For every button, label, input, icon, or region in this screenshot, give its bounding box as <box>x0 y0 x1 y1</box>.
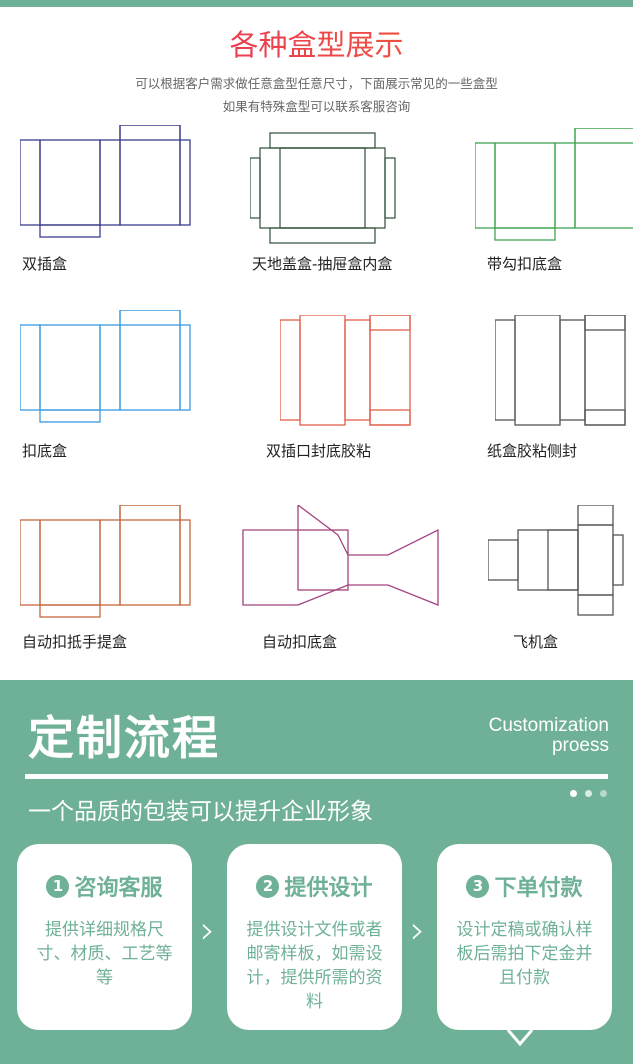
chevron-right-icon: › <box>200 908 216 952</box>
step-number: 3 <box>466 874 490 898</box>
page-title: 各种盒型展示 <box>0 22 633 64</box>
slogan: 一个品质的包装可以提升企业形象 <box>28 799 373 825</box>
dieline-diagram-icon <box>250 132 396 244</box>
section-title: 定制流程 <box>28 711 220 765</box>
box-type-item: 双插盒 <box>20 125 220 273</box>
step-number: 1 <box>46 874 70 898</box>
box-type-label: 自动扣抵手提盒 <box>22 633 128 651</box>
chevron-down-icon <box>506 1029 534 1047</box>
dieline-diagram-icon <box>495 315 626 426</box>
box-type-item: 天地盖盒-抽屉盒内盒 <box>250 128 450 273</box>
subtitle: 可以根据客户需求做任意盒型任意尺寸，下面展示常见的一些盒型 <box>135 76 498 91</box>
box-type-item: 扣底盒 <box>20 310 220 460</box>
box-type-label: 双插盒 <box>22 255 68 273</box>
box-type-label: 纸盒胶粘侧封 <box>487 442 578 460</box>
box-type-item: 自动扣抵手提盒 <box>20 505 220 651</box>
box-type-label: 扣底盒 <box>22 442 68 460</box>
box-type-label: 双插口封底胶粘 <box>266 442 372 460</box>
box-type-label: 带勾扣底盒 <box>487 255 563 273</box>
chevron-right-icon: › <box>410 908 426 952</box>
dieline-diagram-icon <box>280 315 411 426</box>
box-type-label: 飞机盒 <box>513 633 559 651</box>
box-type-label: 自动扣底盒 <box>262 633 338 651</box>
dieline-diagram-icon <box>488 505 624 616</box>
dieline-diagram-icon <box>20 505 191 618</box>
subtitle: 如果有特殊盒型可以联系客服咨询 <box>222 99 411 114</box>
box-type-item: 自动扣底盒 <box>238 505 439 651</box>
box-type-item: 飞机盒 <box>488 505 633 651</box>
divider <box>25 774 608 779</box>
dieline-diagram-icon <box>242 505 439 606</box>
carousel-dots[interactable] <box>570 790 607 797</box>
box-type-item: 纸盒胶粘侧封 <box>487 315 633 460</box>
box-type-label: 天地盖盒-抽屉盒内盒 <box>252 255 393 273</box>
box-type-item: 带勾扣底盒 <box>475 128 633 273</box>
top-bar <box>0 0 633 7</box>
dieline-diagram-icon <box>475 128 633 241</box>
box-type-item: 双插口封底胶粘 <box>266 315 480 460</box>
step-number: 2 <box>256 874 280 898</box>
dieline-diagram-icon <box>20 310 191 423</box>
dieline-diagram-icon <box>20 125 191 238</box>
